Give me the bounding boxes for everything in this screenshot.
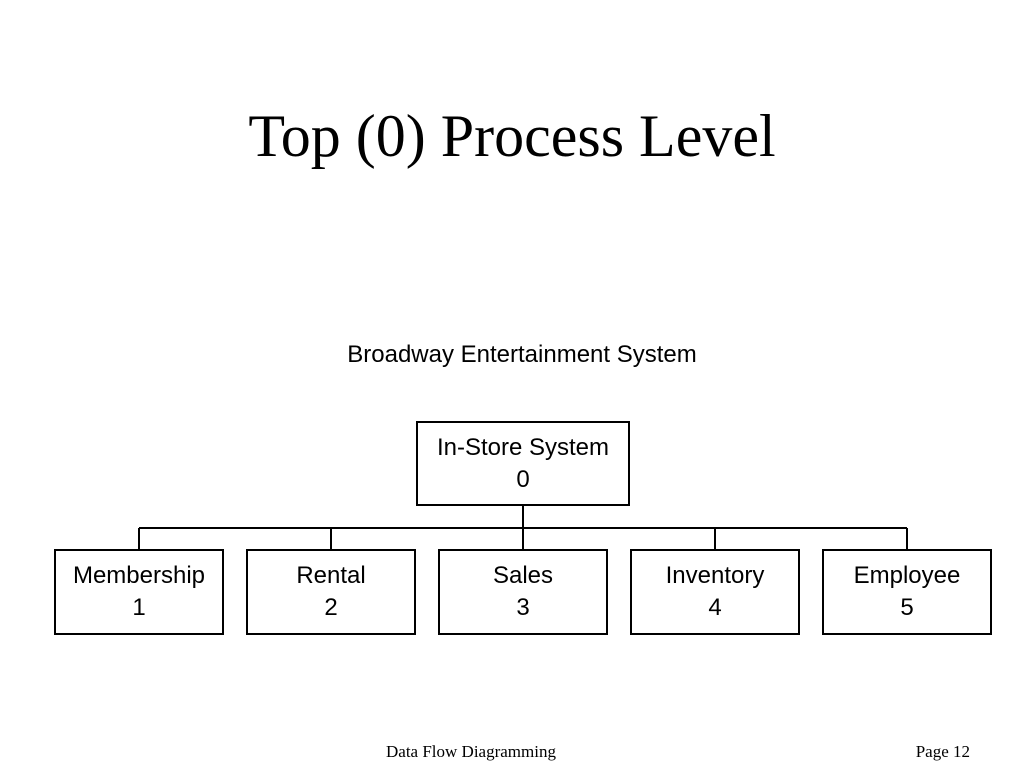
process-number: 2 bbox=[324, 594, 338, 621]
process-number: 0 bbox=[516, 465, 530, 493]
process-number: 5 bbox=[900, 594, 914, 621]
process-number: 1 bbox=[132, 594, 146, 621]
process-box-inventory: Inventory 4 bbox=[630, 549, 800, 635]
process-label: Sales bbox=[492, 562, 554, 589]
footer-title: Data Flow Diagramming bbox=[386, 742, 556, 761]
process-label: In-Store System bbox=[436, 433, 610, 461]
process-box-employee: Employee 5 bbox=[822, 549, 992, 635]
process-box-membership: Membership 1 bbox=[54, 549, 224, 635]
process-number: 3 bbox=[516, 594, 530, 621]
slide-title: Top (0) Process Level bbox=[248, 103, 776, 169]
process-number: 4 bbox=[708, 594, 722, 621]
process-box-in-store-system: In-Store System 0 bbox=[416, 421, 630, 506]
process-label: Employee bbox=[853, 562, 961, 589]
process-box-rental: Rental 2 bbox=[246, 549, 416, 635]
diagram-heading: Broadway Entertainment System bbox=[347, 341, 697, 368]
process-label: Rental bbox=[296, 562, 366, 589]
page-number: Page 12 bbox=[915, 742, 970, 761]
process-label: Inventory bbox=[665, 562, 765, 589]
process-label: Membership bbox=[72, 562, 206, 589]
process-box-sales: Sales 3 bbox=[438, 549, 608, 635]
